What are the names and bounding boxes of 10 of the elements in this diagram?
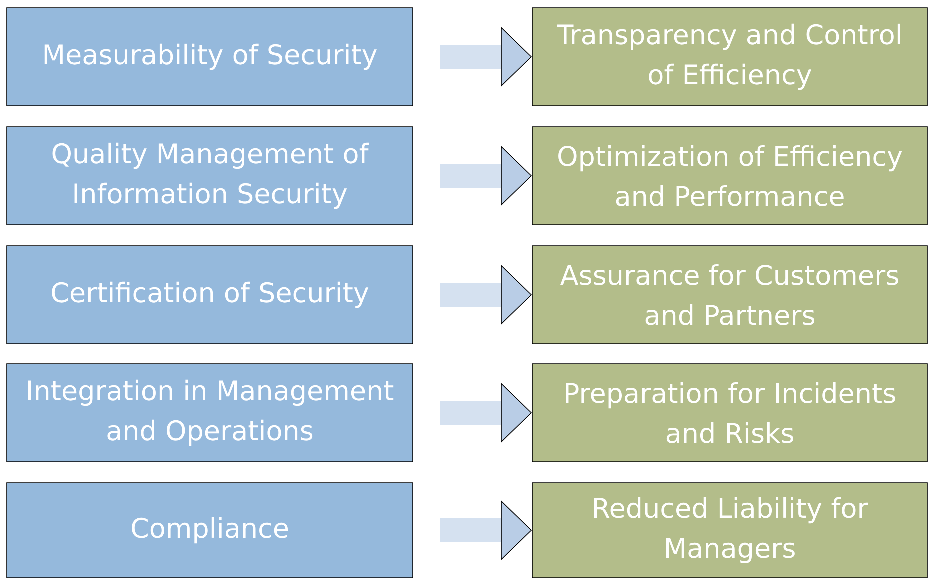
benefit-box: Preparation for Incidents and Risks	[532, 364, 928, 462]
benefit-box: Reduced Liability for Managers	[532, 482, 928, 578]
benefit-box: Optimization of Efficiency and Performance	[532, 126, 928, 226]
cause-box: Measurability of Security	[6, 8, 414, 106]
cause-box: Certification of Security	[6, 246, 414, 344]
benefit-box: Assurance for Customers and Partners	[532, 246, 928, 344]
cause-box: Integration in Management and Operations	[6, 364, 414, 462]
cause-box: Compliance	[6, 482, 414, 578]
cause-box: Quality Management of Information Security	[6, 126, 414, 226]
benefit-box: Transparency and Control of Efficiency	[532, 8, 928, 106]
